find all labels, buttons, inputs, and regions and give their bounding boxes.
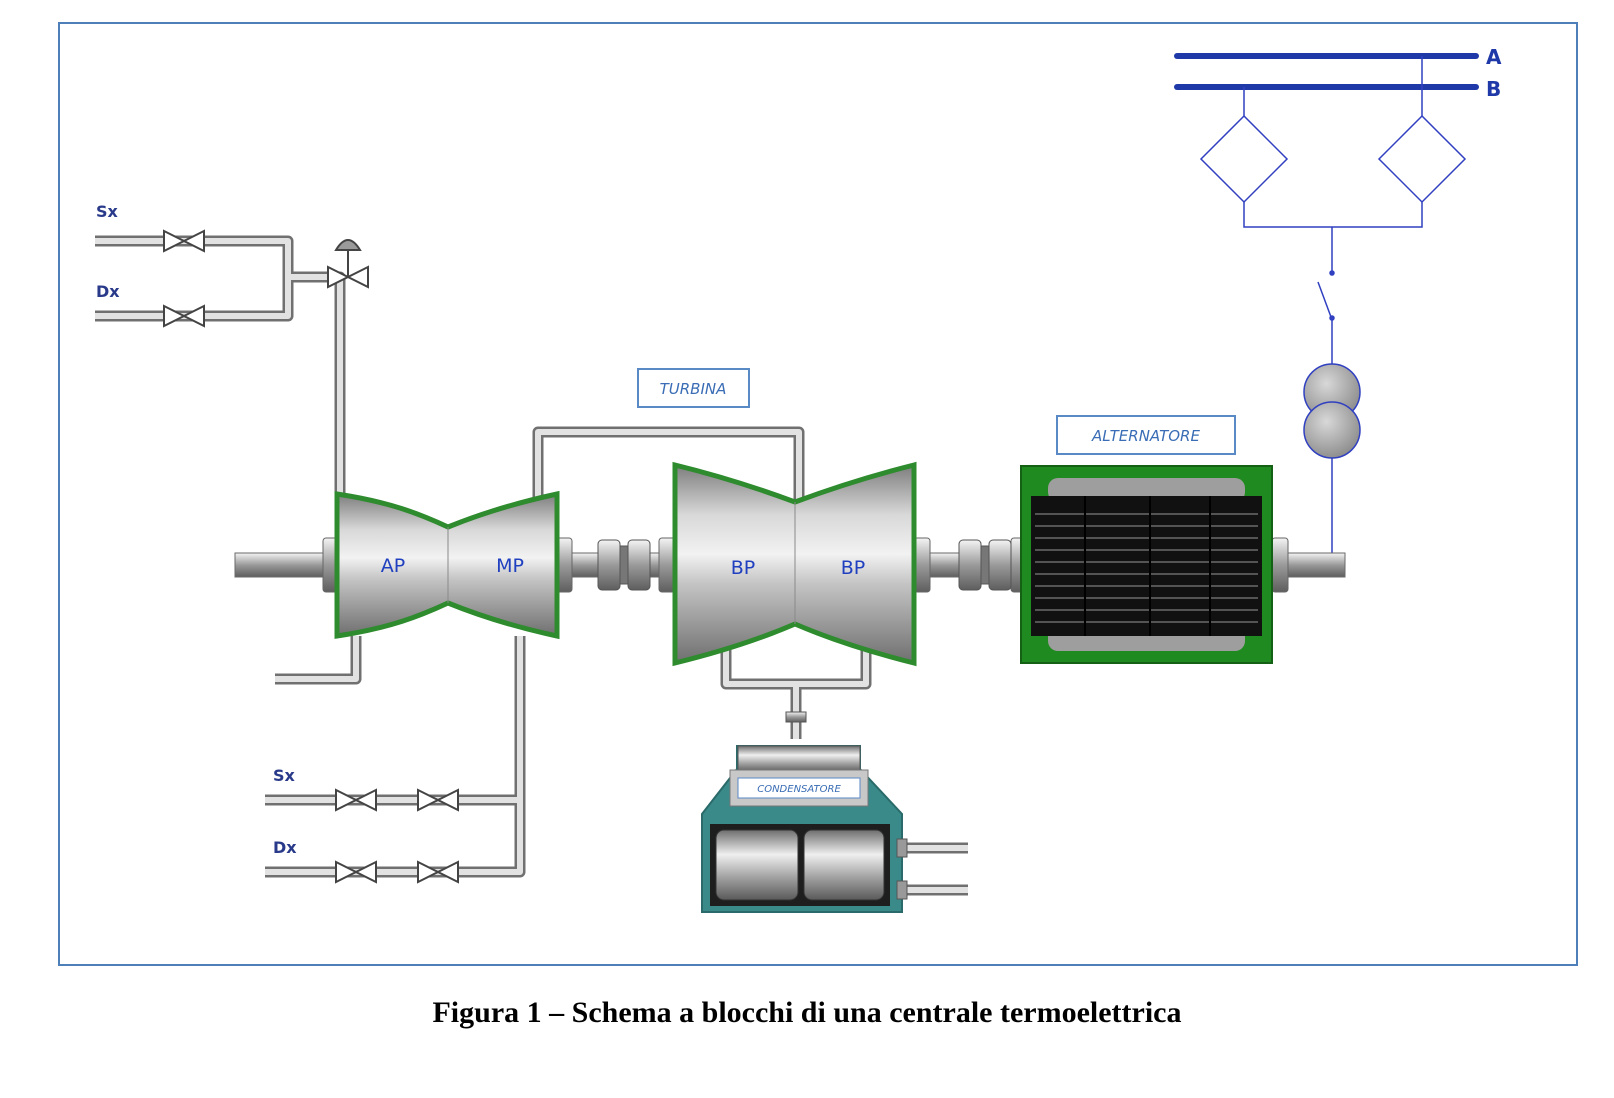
busbar-a-label: A	[1486, 45, 1502, 69]
condenser-label: CONDENSATORE	[757, 784, 841, 795]
valve-icon	[353, 860, 377, 884]
valve-icon	[335, 860, 359, 884]
turbine-label: TURBINA	[660, 380, 727, 398]
inlet-bottom-dx: Dx	[273, 838, 297, 857]
valve-icon	[353, 788, 377, 812]
figure-caption: Figura 1 – Schema a blocchi di una centr…	[432, 996, 1182, 1029]
stage-ap-label: AP	[381, 555, 405, 577]
valve-icon	[335, 788, 359, 812]
disconnector-left-icon	[1199, 114, 1289, 204]
valve-icon	[417, 788, 441, 812]
control-valve-icon	[327, 265, 351, 289]
valve-icon	[163, 304, 187, 328]
condenser: CONDENSATORE	[701, 711, 908, 913]
disconnector-right-icon	[1377, 114, 1467, 204]
alternator	[1020, 465, 1273, 664]
turbine-label-box: TURBINA	[637, 368, 750, 408]
valve-icon	[417, 860, 441, 884]
turbine-bp: BP BP	[672, 461, 917, 667]
alternator-label-box: ALTERNATORE	[1056, 415, 1236, 455]
valve-icon	[181, 229, 205, 253]
pipes	[95, 235, 968, 896]
stage-bp2-label: BP	[841, 557, 866, 579]
valve-icon	[163, 229, 187, 253]
coupling-icon	[958, 539, 1012, 591]
inlet-bottom-sx: Sx	[273, 766, 296, 785]
valve-icon	[435, 788, 459, 812]
valve-icon	[435, 860, 459, 884]
busbars: A B	[1174, 45, 1502, 101]
alternator-label: ALTERNATORE	[1091, 427, 1200, 445]
inlet-top-dx: Dx	[96, 282, 120, 301]
valves	[163, 229, 459, 884]
stage-mp-label: MP	[496, 555, 524, 577]
valve-icon	[181, 304, 205, 328]
bearings	[322, 537, 1289, 593]
turbine-ap-mp: AP MP	[334, 490, 560, 640]
inlet-top-sx: Sx	[96, 202, 119, 221]
coupling-icon	[597, 539, 651, 591]
transformer-icon	[1303, 363, 1361, 459]
diagram-frame: A B	[58, 22, 1578, 966]
stage-bp1-label: BP	[731, 557, 756, 579]
power-plant-diagram: A B	[95, 45, 1502, 913]
control-valve-icon	[345, 265, 369, 289]
breaker-icon	[1317, 281, 1332, 318]
busbar-b-label: B	[1486, 77, 1501, 101]
